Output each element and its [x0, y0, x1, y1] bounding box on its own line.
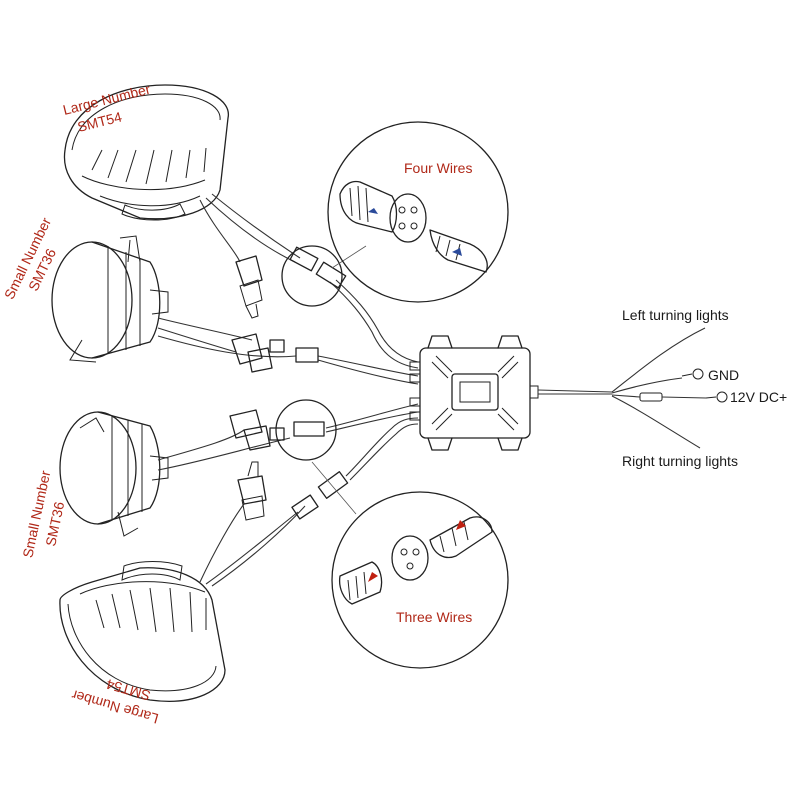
- label-bottom-lamp: Large Number SMT54: [66, 667, 166, 727]
- plug-connectors: [229, 246, 349, 521]
- label-gnd: GND: [708, 367, 739, 383]
- output-wires: [537, 327, 728, 449]
- label-12v-dc: 12V DC+: [730, 389, 787, 405]
- large-headlight-bottom: [59, 561, 226, 702]
- harness-wires: [157, 193, 419, 587]
- label-small-lamp-upper: Small Number SMT36: [1, 212, 72, 310]
- small-headlight-upper: [51, 235, 169, 363]
- label-left-turning-lights: Left turning lights: [622, 307, 729, 323]
- control-box: [409, 335, 539, 451]
- zoom-three-wires: [275, 399, 509, 669]
- small-headlight-lower: [59, 411, 169, 537]
- zoom-four-wires: [281, 121, 509, 307]
- large-headlight-top: [63, 84, 229, 221]
- label-right-turning-lights: Right turning lights: [622, 453, 738, 469]
- label-top-lamp: Large Number SMT54: [61, 80, 160, 138]
- label-small-lamp-lower: Small Number SMT36: [19, 465, 73, 563]
- label-three-wires: Three Wires: [396, 609, 472, 625]
- label-four-wires: Four Wires: [404, 160, 472, 176]
